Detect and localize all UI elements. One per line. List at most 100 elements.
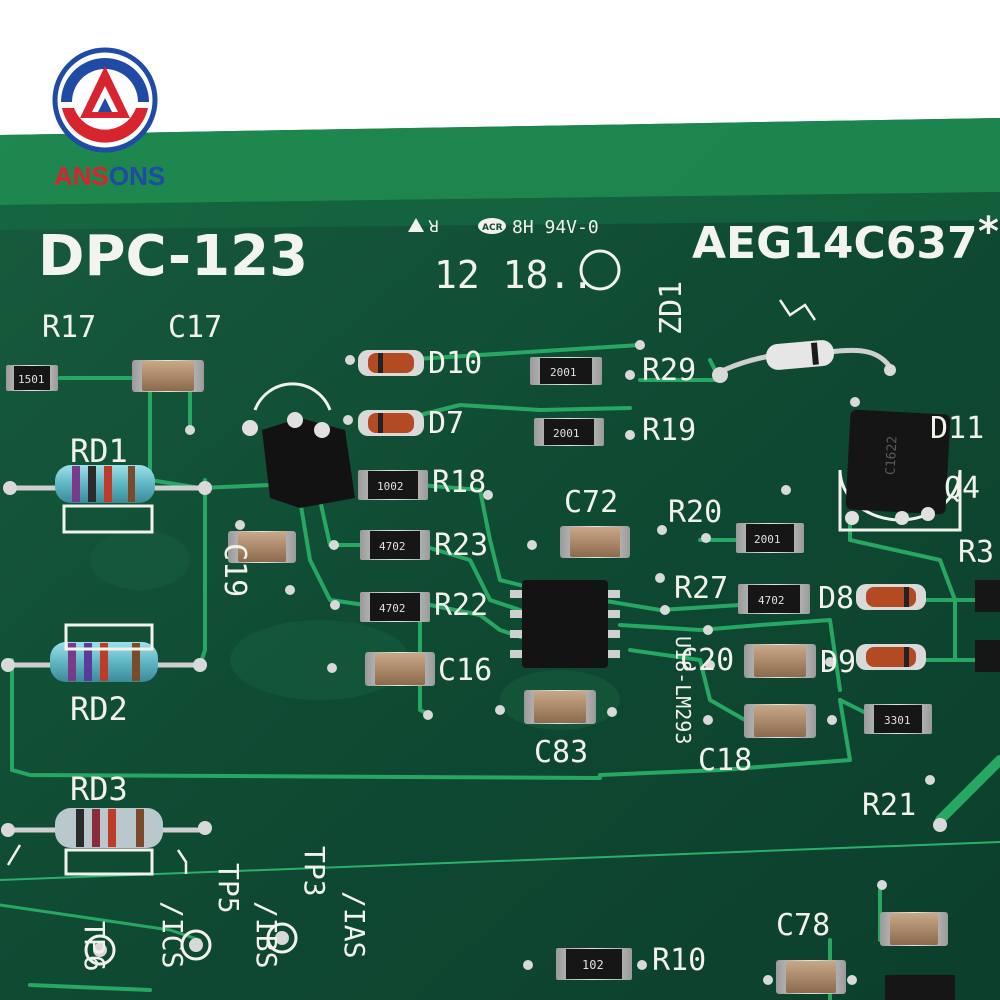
pcb-substrate bbox=[0, 118, 1000, 1000]
diode-d7 bbox=[358, 410, 424, 436]
pcb-top-edge bbox=[0, 118, 1000, 205]
r23-code: 4702 bbox=[379, 540, 406, 553]
label-c17: C17 bbox=[168, 310, 222, 345]
label-c18: C18 bbox=[698, 743, 752, 778]
diode-d8 bbox=[856, 584, 926, 610]
resistor-r23: 4702 bbox=[360, 530, 430, 560]
resistor-r10: 102 bbox=[556, 948, 632, 980]
axial-resistor-rd1 bbox=[10, 465, 205, 534]
r29-code: 2001 bbox=[550, 366, 577, 379]
r10-code: 102 bbox=[582, 958, 604, 972]
label-d10: D10 bbox=[428, 346, 482, 381]
r17-code: 1501 bbox=[18, 373, 45, 386]
resistor-r22: 4702 bbox=[360, 592, 430, 622]
transistor-to92 bbox=[242, 382, 355, 508]
diode-d9 bbox=[856, 644, 926, 670]
axial-resistor-rd2 bbox=[8, 623, 205, 682]
label-r17: R17 bbox=[42, 310, 96, 345]
label-c72: C72 bbox=[564, 485, 618, 520]
capacitor-c83 bbox=[524, 690, 596, 724]
label-d7: D7 bbox=[428, 406, 464, 441]
fiducial-circle bbox=[579, 249, 621, 291]
brand-wordmark-blue: ONS bbox=[109, 161, 165, 191]
logo-ring bbox=[52, 47, 158, 153]
capacitor-c16 bbox=[365, 652, 435, 686]
ic-u18-lm293 bbox=[510, 580, 620, 668]
label-r23: R23 bbox=[434, 528, 488, 563]
label-q4: Q4 bbox=[944, 471, 980, 506]
label-tp5: TP5 bbox=[212, 863, 245, 914]
resistor-r21: 3301 bbox=[864, 704, 932, 734]
q4-code: C1622 bbox=[883, 436, 900, 476]
label-rd2: RD2 bbox=[70, 690, 128, 728]
r18-code: 1002 bbox=[377, 480, 404, 493]
ansons-logo bbox=[52, 47, 158, 153]
axial-resistor-rd3 bbox=[8, 808, 205, 876]
r20-code: 2001 bbox=[754, 533, 781, 546]
capacitor-c20 bbox=[744, 644, 816, 678]
test-point-tp3 bbox=[266, 922, 298, 954]
glass-diodes bbox=[358, 340, 926, 670]
resistor-r17: 1501 bbox=[6, 365, 58, 391]
brand-wordmark-red: ANS bbox=[54, 161, 109, 191]
test-point-labels: TP3 /IAS TP5 /IBS TP6 /ICS bbox=[78, 846, 371, 972]
label-rd3: RD3 bbox=[70, 770, 128, 808]
r27-code: 4702 bbox=[758, 594, 785, 607]
label-rd1: RD1 bbox=[70, 432, 128, 470]
label-tp6: TP6 bbox=[78, 921, 111, 972]
part-number-label: AEG14C637 bbox=[692, 218, 978, 269]
axial-resistors bbox=[8, 465, 205, 876]
capacitor-c17 bbox=[132, 360, 204, 392]
test-point-tp6 bbox=[84, 934, 116, 966]
r22-code: 4702 bbox=[379, 602, 406, 615]
transistor-q4: C1622 bbox=[838, 409, 962, 532]
date-code-label: 12 18.. bbox=[434, 253, 594, 297]
board-header-silkscreen: DPC-123 AEG14C637 bbox=[38, 218, 978, 289]
capacitor-c19 bbox=[228, 531, 296, 563]
brand-wordmark: ANSONS bbox=[54, 161, 165, 191]
label-ibs: /IBS bbox=[250, 901, 283, 968]
ul-rating-label: 8H 94V-0 bbox=[512, 217, 599, 238]
label-c78: C78 bbox=[776, 908, 830, 943]
vias bbox=[1, 340, 947, 985]
smd-resistors: 1501 2001 2001 1002 4702 4702 bbox=[6, 357, 1000, 1000]
resistor-r29: 2001 bbox=[530, 357, 602, 385]
label-d11: D11 bbox=[930, 411, 984, 446]
label-r22: R22 bbox=[434, 588, 488, 623]
label-r3: R3 bbox=[958, 535, 994, 570]
board-model-label: DPC-123 bbox=[38, 224, 308, 289]
label-d8: D8 bbox=[818, 581, 854, 616]
resistor-r27: 4702 bbox=[738, 584, 810, 614]
label-c83: C83 bbox=[534, 735, 588, 770]
test-point-tp5 bbox=[180, 929, 212, 961]
capacitor-c72 bbox=[560, 526, 630, 558]
resistor-r19: 2001 bbox=[534, 418, 604, 446]
label-r19: R19 bbox=[642, 413, 696, 448]
label-r10: R10 bbox=[652, 943, 706, 978]
capacitor-right bbox=[880, 912, 948, 946]
label-ias: /IAS bbox=[338, 891, 371, 958]
r19-code: 2001 bbox=[553, 427, 580, 440]
label-r29: R29 bbox=[642, 353, 696, 388]
test-points bbox=[84, 922, 298, 966]
resistor-r18: 1002 bbox=[358, 470, 428, 500]
label-r20: R20 bbox=[668, 495, 722, 530]
label-u18: U18-LM293 bbox=[671, 636, 695, 744]
smd-capacitors bbox=[132, 360, 948, 994]
label-r27: R27 bbox=[674, 571, 728, 606]
capacitor-c78 bbox=[776, 960, 846, 994]
svg-text:ꓤ: ꓤ bbox=[428, 217, 439, 236]
label-c16: C16 bbox=[438, 653, 492, 688]
label-d9: D9 bbox=[820, 645, 856, 680]
label-zd1: ZD1 bbox=[654, 281, 689, 335]
label-tp3: TP3 bbox=[298, 846, 331, 897]
resistor-r20: 2001 bbox=[736, 523, 804, 553]
label-c19: C19 bbox=[217, 543, 252, 597]
r21-code: 3301 bbox=[884, 714, 911, 727]
silkscreen-outlines bbox=[6, 299, 817, 874]
label-ics: /ICS bbox=[156, 901, 189, 968]
designator-labels: R17 C17 RD1 C19 D10 D7 R29 R19 R18 R23 R… bbox=[42, 281, 994, 978]
svg-text:*: * bbox=[978, 209, 999, 255]
